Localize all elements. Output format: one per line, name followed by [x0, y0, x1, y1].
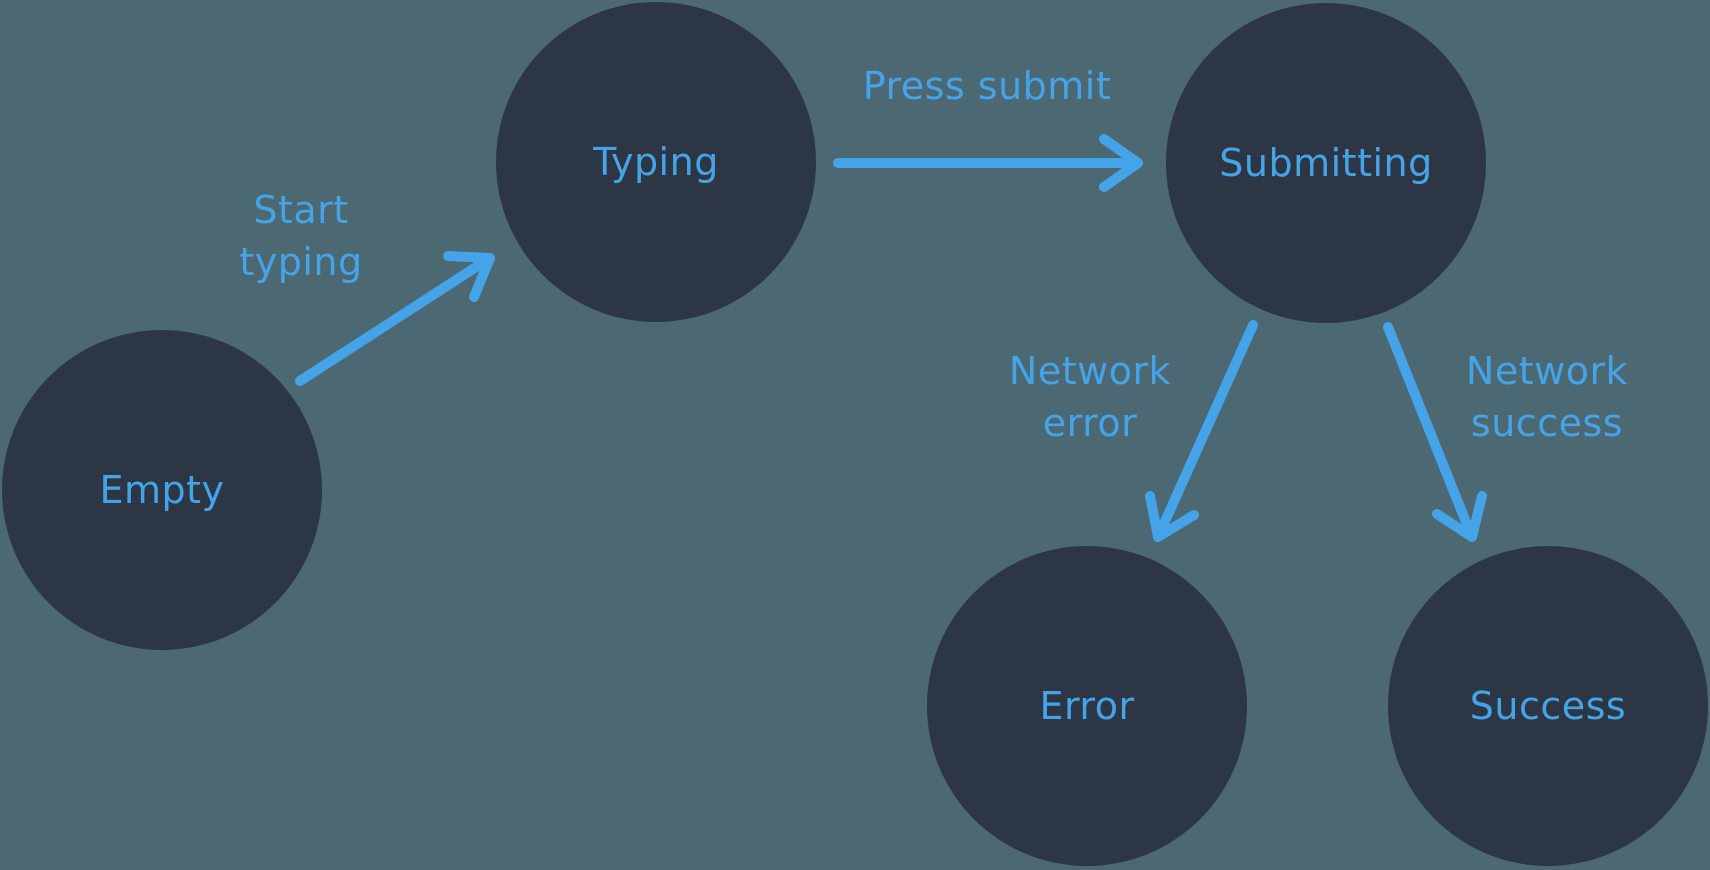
arrowhead-icon: [1099, 134, 1143, 192]
state-node-empty: Empty: [2, 330, 322, 650]
edge-label-line: Network: [1465, 349, 1629, 393]
edge-label-network-error: Network error: [940, 345, 1240, 449]
state-label-empty: Empty: [99, 468, 225, 512]
edge-label-start-typing: Start typing: [151, 184, 451, 288]
state-label-error: Error: [1039, 684, 1135, 728]
state-node-error: Error: [927, 546, 1247, 866]
state-label-typing: Typing: [593, 140, 719, 184]
state-node-submitting: Submitting: [1166, 3, 1486, 323]
edge-label-line: error: [1042, 401, 1138, 445]
arrow-typing-to-submitting: [833, 134, 1143, 192]
edge-label-line: Start: [253, 188, 349, 232]
edge-label-network-success: Network success: [1397, 345, 1697, 449]
state-label-submitting: Submitting: [1219, 141, 1433, 185]
edge-label-line: Network: [1008, 349, 1172, 393]
state-node-typing: Typing: [496, 2, 816, 322]
arrowhead-icon: [1432, 491, 1487, 542]
edge-label-line: success: [1470, 401, 1624, 445]
state-node-success: Success: [1388, 546, 1708, 866]
arrowhead-icon: [443, 251, 495, 302]
state-label-success: Success: [1469, 684, 1627, 728]
edge-label-line: typing: [239, 240, 363, 284]
edge-label-line: Press submit: [862, 64, 1112, 108]
arrowhead-icon: [1145, 491, 1199, 542]
edge-label-press-submit: Press submit: [807, 60, 1167, 112]
